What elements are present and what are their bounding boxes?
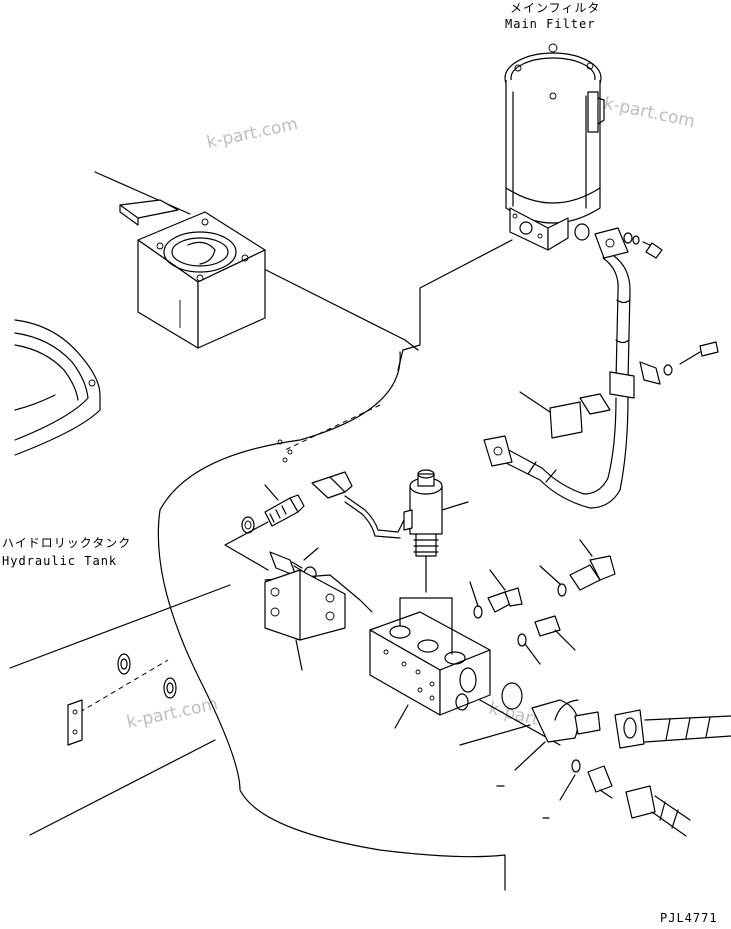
hydraulic-tank-label-jp: ハイドロリックタンク bbox=[2, 536, 131, 550]
valve-bracket bbox=[264, 569, 346, 671]
valve-block bbox=[369, 597, 561, 746]
swing-circle bbox=[14, 319, 101, 456]
main-filter bbox=[504, 43, 605, 251]
mounting-plate bbox=[519, 391, 611, 439]
main-filter-label-jp: メインフィルタ bbox=[510, 1, 600, 15]
hydraulic-tank-label-en: Hydraulic Tank bbox=[2, 554, 117, 568]
solenoid-valve bbox=[403, 469, 469, 593]
bolt-and-washer-lower bbox=[224, 521, 319, 582]
leader-filter-to-tank bbox=[397, 239, 513, 371]
bolt-and-washer-upper bbox=[241, 484, 305, 534]
tank-side-ports bbox=[67, 653, 177, 746]
watermark-top-left: k-part.com bbox=[205, 114, 300, 153]
drawing-code: PJL4771 bbox=[660, 911, 718, 925]
fittings bbox=[459, 539, 731, 837]
watermark-mid-left: k-part.com bbox=[125, 694, 220, 733]
filter-outlet-pipe bbox=[483, 227, 719, 509]
upper-frame bbox=[94, 171, 419, 351]
main-filter-label-en: Main Filter bbox=[505, 17, 595, 31]
hydraulic-tank-outline bbox=[9, 351, 506, 891]
sensor-connector bbox=[311, 471, 405, 539]
watermark-top-right: k-part.com bbox=[602, 93, 697, 132]
